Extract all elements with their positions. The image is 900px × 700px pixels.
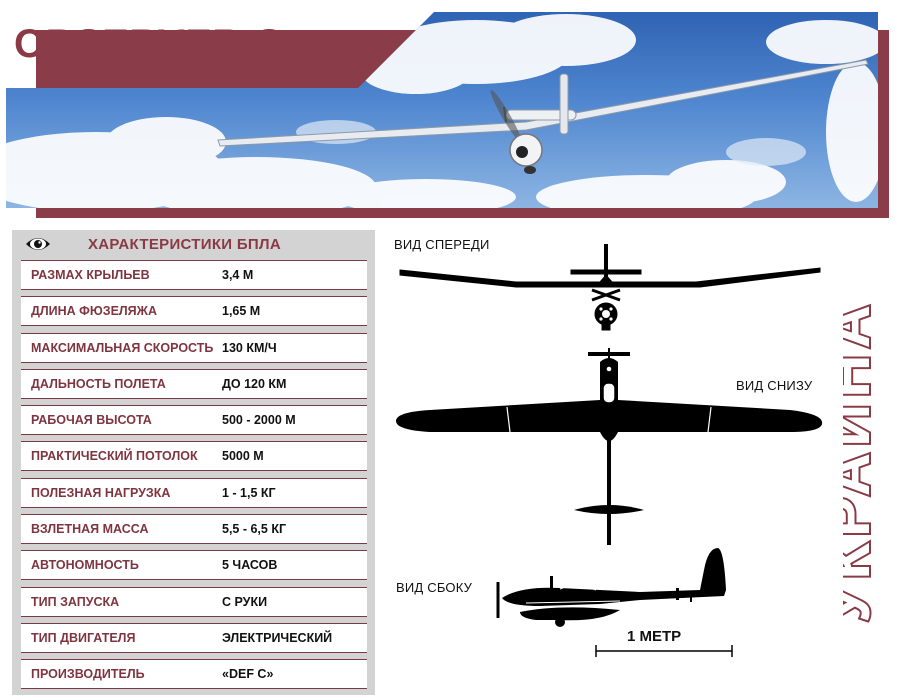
specs-table: РАЗМАХ КРЫЛЬЕВ 3,4 М ДЛИНА ФЮЗЕЛЯЖА 1,65… xyxy=(21,260,367,696)
spec-row: ПРАКТИЧЕСКИЙ ПОТОЛОК 5000 М xyxy=(21,441,367,477)
spec-row: ВЗЛЕТНАЯ МАССА 5,5 - 6,5 КГ xyxy=(21,514,367,550)
spec-row: ДАЛЬНОСТЬ ПОЛЕТА ДО 120 КМ xyxy=(21,368,367,405)
spec-value: С РУКИ xyxy=(222,594,268,609)
spec-value: 5,5 - 6,5 КГ xyxy=(222,522,287,537)
specs-header: ХАРАКТЕРИСТИКИ БПЛА xyxy=(12,230,375,260)
spec-row: ПРОИЗВОДИТЕЛЬ «DEF C» xyxy=(21,659,367,695)
side-text-ukraine: УКРАИНА xyxy=(843,299,882,623)
front-view-drawing xyxy=(399,244,821,331)
sky-with-drone-image xyxy=(6,14,878,208)
spec-label: ПРАКТИЧЕСКИЙ ПОТОЛОК xyxy=(31,449,198,464)
spec-value: «DEF C» xyxy=(222,667,274,682)
side-view-drawing xyxy=(496,548,726,627)
spec-label: ПРОИЗВОДИТЕЛЬ xyxy=(31,667,145,682)
spec-row: ДЛИНА ФЮЗЕЛЯЖА 1,65 М xyxy=(21,296,367,332)
specs-panel: ХАРАКТЕРИСТИКИ БПЛА РАЗМАХ КРЫЛЬЕВ 3,4 М… xyxy=(12,230,375,695)
spec-label: РАБОЧАЯ ВЫСОТА xyxy=(31,413,152,428)
country-side-text: УКРАИНА xyxy=(843,226,895,696)
scale-label: 1 МЕТР xyxy=(627,628,682,645)
spec-row: РАЗМАХ КРЫЛЬЕВ 3,4 М xyxy=(21,260,367,296)
spec-row: МАКСИМАЛЬНАЯ СКОРОСТЬ 130 КМ/Ч xyxy=(21,332,367,369)
spec-label: ТИП ДВИГАТЕЛЯ xyxy=(31,630,136,645)
spec-row: ПОЛЕЗНАЯ НАГРУЗКА 1 - 1,5 КГ xyxy=(21,477,367,514)
spec-label: ДЛИНА ФЮЗЕЛЯЖА xyxy=(31,304,157,319)
bottom-view-label: ВИД СНИЗУ xyxy=(736,378,813,393)
spec-label: АВТОНОМНОСТЬ xyxy=(31,558,139,573)
spec-label: ВЗЛЕТНАЯ МАССА xyxy=(31,522,149,537)
specs-title: ХАРАКТЕРИСТИКИ БПЛА xyxy=(88,236,281,253)
eye-icon xyxy=(24,234,52,259)
spec-label: ДАЛЬНОСТЬ ПОЛЕТА xyxy=(31,376,166,391)
spec-value: 5000 М xyxy=(222,449,264,464)
front-view-label: ВИД СПЕРЕДИ xyxy=(394,237,490,252)
side-view-label: ВИД СБОКУ xyxy=(396,580,473,595)
spec-row: РАБОЧАЯ ВЫСОТА 500 - 2000 М xyxy=(21,405,367,441)
spec-label: МАКСИМАЛЬНАЯ СКОРОСТЬ xyxy=(31,340,214,355)
spec-label: ТИП ЗАПУСКА xyxy=(31,594,120,609)
spec-value: 500 - 2000 М xyxy=(222,413,296,428)
scale-bar xyxy=(595,645,733,657)
spec-value: ЭЛЕКТРИЧЕСКИЙ xyxy=(222,630,333,645)
spec-row: АВТОНОМНОСТЬ 5 ЧАСОВ xyxy=(21,550,367,586)
spec-value: 5 ЧАСОВ xyxy=(222,558,278,573)
bottom-view-drawing xyxy=(396,348,823,545)
spec-value: 3,4 М xyxy=(222,268,254,282)
spec-label: ПОЛЕЗНАЯ НАГРУЗКА xyxy=(31,485,171,500)
drone-image xyxy=(217,59,869,174)
spec-label: РАЗМАХ КРЫЛЬЕВ xyxy=(31,268,150,282)
spec-value: 1 - 1,5 КГ xyxy=(222,485,276,500)
spec-row: ТИП ЗАПУСКА С РУКИ xyxy=(21,586,367,623)
spec-value: 130 КМ/Ч xyxy=(222,340,277,355)
spec-value: ДО 120 КМ xyxy=(222,376,287,391)
spec-row: ТИП ДВИГАТЕЛЯ ЭЛЕКТРИЧЕСКИЙ xyxy=(21,622,367,659)
spec-value: 1,65 М xyxy=(222,304,261,319)
